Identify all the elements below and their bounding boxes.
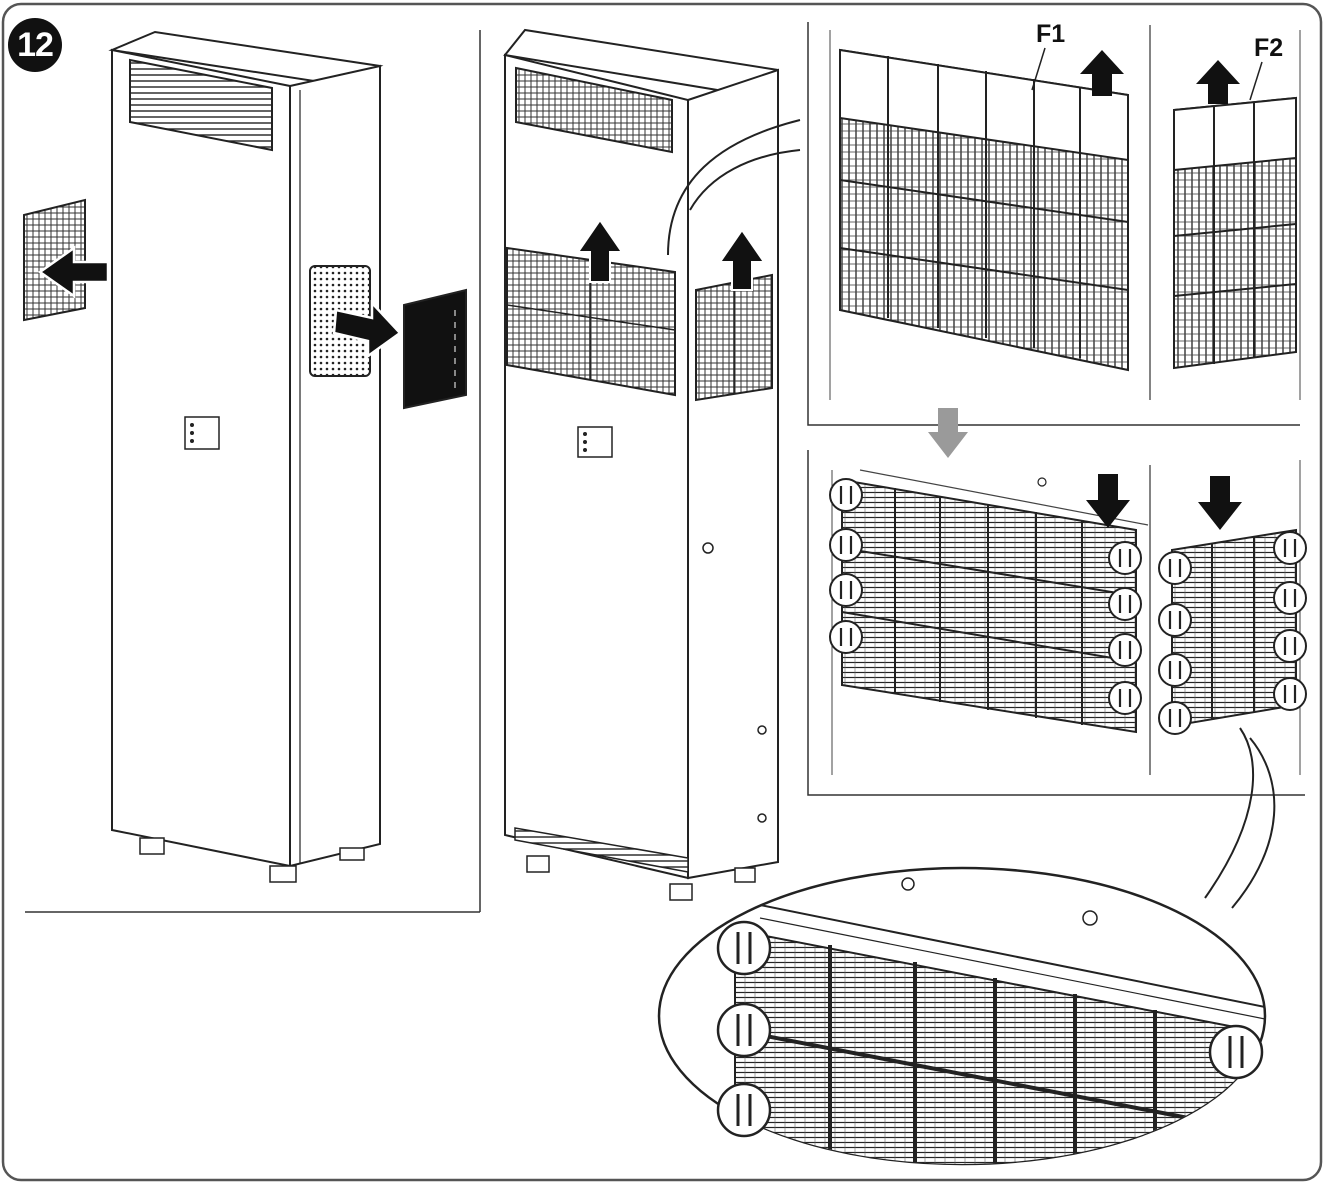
removed-black-filter (403, 288, 467, 410)
step-number-badge: 12 (8, 18, 62, 72)
arrow-up-icon (1196, 60, 1240, 104)
unit-rear-view (503, 28, 801, 901)
arrow-up-icon (718, 228, 766, 291)
arrow-left-icon (37, 245, 110, 299)
callout-f2: F2 (1254, 34, 1284, 62)
arrow-up-icon (1080, 50, 1124, 96)
arrow-down-icon (1086, 474, 1130, 528)
arrow-up-icon (576, 218, 624, 283)
arrow-down-icon (1198, 476, 1242, 530)
arrow-down-gray-icon (928, 408, 968, 458)
filter-insertion-detail (807, 450, 1307, 909)
removed-side-filter (23, 198, 86, 322)
callout-f1: F1 (1036, 20, 1066, 48)
filter-removal-detail (807, 22, 1301, 426)
arrow-right-icon (332, 299, 402, 359)
unit-front-view (23, 30, 481, 913)
clip-zoom-detail (657, 866, 1267, 1166)
